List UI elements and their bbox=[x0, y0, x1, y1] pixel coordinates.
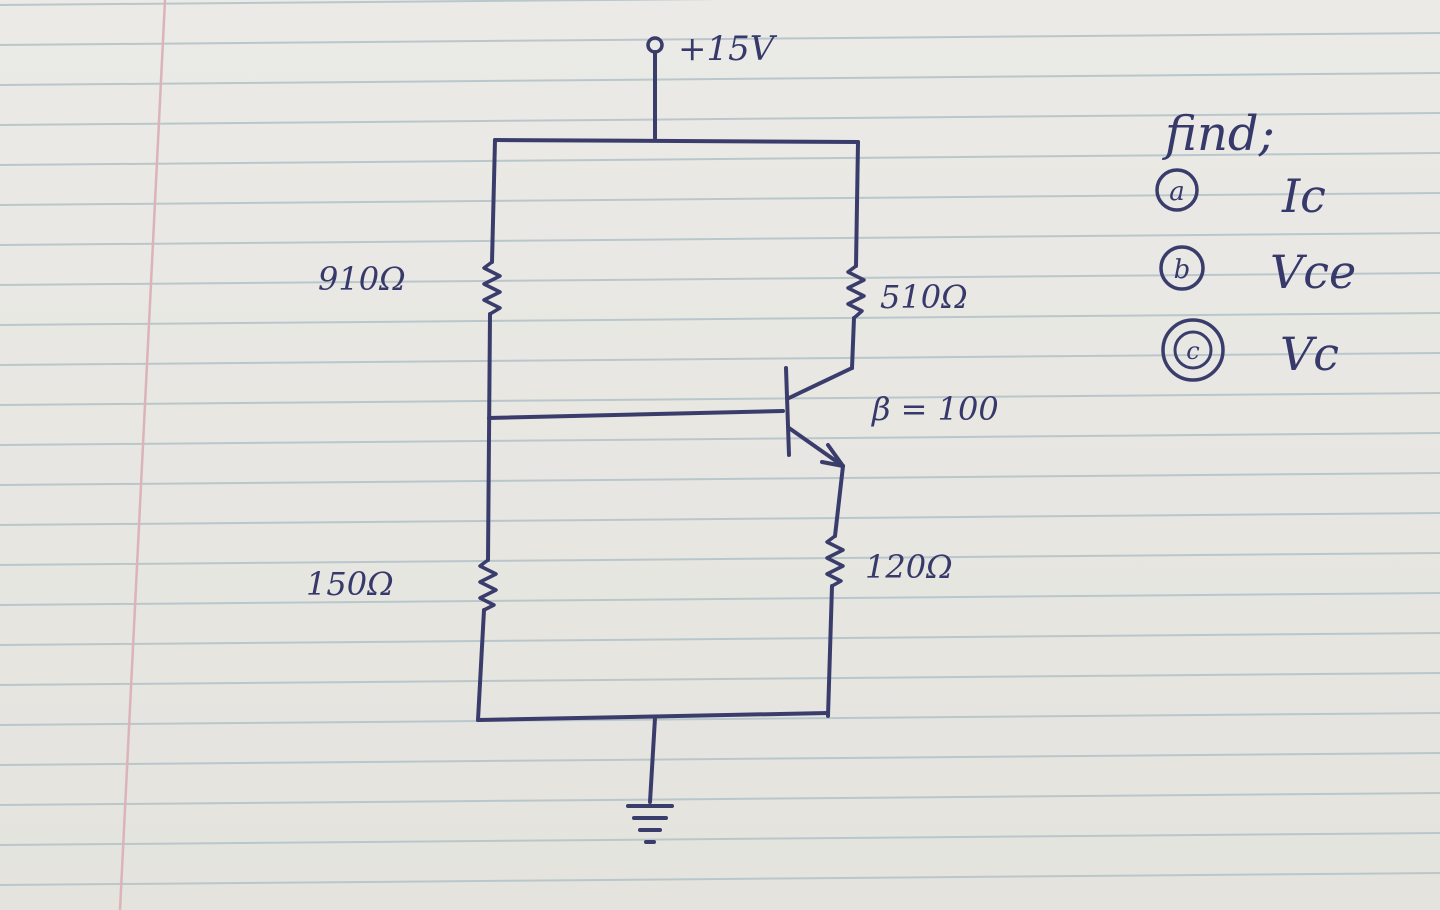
right-wire-top bbox=[854, 140, 860, 268]
ruled-line bbox=[0, 352, 1440, 366]
ruled-line bbox=[0, 432, 1440, 446]
r2-label: 150Ω bbox=[306, 565, 394, 603]
find-text-a: Ic bbox=[1281, 169, 1326, 223]
ruled-line bbox=[0, 232, 1440, 246]
ruled-line bbox=[0, 312, 1440, 326]
find-text-c: Vc bbox=[1280, 327, 1339, 381]
circle-marker-icon bbox=[1159, 245, 1205, 291]
bottom-rail bbox=[476, 711, 830, 722]
resistor-rc bbox=[846, 264, 866, 320]
resistor-re bbox=[825, 534, 845, 588]
ruled-line bbox=[0, 72, 1440, 86]
find-marker-a: a bbox=[1169, 177, 1185, 207]
ruled-line bbox=[0, 552, 1440, 566]
find-text-b: Vce bbox=[1270, 245, 1356, 299]
ruled-line bbox=[0, 472, 1440, 486]
rc-label: 510Ω bbox=[880, 278, 968, 316]
find-title: find; bbox=[1162, 106, 1275, 162]
margin-line bbox=[118, 0, 167, 910]
npn-transistor-icon bbox=[784, 366, 854, 468]
left-wire-mid bbox=[486, 312, 492, 562]
ground-icon bbox=[626, 804, 674, 844]
ruled-line bbox=[0, 712, 1440, 726]
left-wire-bottom bbox=[476, 608, 486, 722]
base-wire bbox=[487, 409, 785, 420]
ruled-line bbox=[0, 32, 1440, 46]
ruled-line bbox=[0, 792, 1440, 806]
left-wire-top bbox=[490, 138, 497, 264]
ruled-line bbox=[0, 832, 1440, 846]
emitter-wire bbox=[833, 464, 845, 538]
ruled-line bbox=[0, 192, 1440, 206]
ruled-line bbox=[0, 112, 1440, 126]
beta-label: β = 100 bbox=[871, 390, 999, 428]
collector-wire bbox=[850, 316, 856, 370]
supply-label: +15V bbox=[678, 29, 778, 69]
ruled-line bbox=[0, 672, 1440, 686]
ruled-line bbox=[0, 272, 1440, 286]
ruled-line bbox=[0, 512, 1440, 526]
circle-marker-icon bbox=[1173, 330, 1213, 370]
ruled-line bbox=[0, 752, 1440, 766]
r1-label: 910Ω bbox=[318, 260, 406, 298]
ruled-line bbox=[0, 872, 1440, 886]
right-wire-bottom bbox=[826, 584, 834, 718]
ruled-line bbox=[0, 632, 1440, 646]
ruled-lines bbox=[0, 0, 1440, 886]
ground-wire bbox=[648, 716, 657, 804]
ruled-line bbox=[0, 592, 1440, 606]
re-label: 120Ω bbox=[865, 548, 953, 586]
ruled-line bbox=[0, 152, 1440, 166]
find-marker-b: b bbox=[1174, 255, 1191, 285]
resistor-r2 bbox=[478, 558, 498, 612]
find-marker-c: c bbox=[1186, 337, 1199, 365]
circle-marker-outer-icon bbox=[1161, 318, 1225, 382]
resistor-r1 bbox=[482, 260, 502, 316]
find-item-c: c Vc bbox=[1161, 318, 1339, 382]
find-item-a: a Ic bbox=[1155, 168, 1326, 223]
find-item-b: b Vce bbox=[1159, 245, 1356, 299]
ruled-line bbox=[0, 0, 721, 6]
circle-marker-icon bbox=[1155, 168, 1199, 212]
top-rail bbox=[493, 138, 860, 144]
ruled-line bbox=[0, 392, 1440, 406]
